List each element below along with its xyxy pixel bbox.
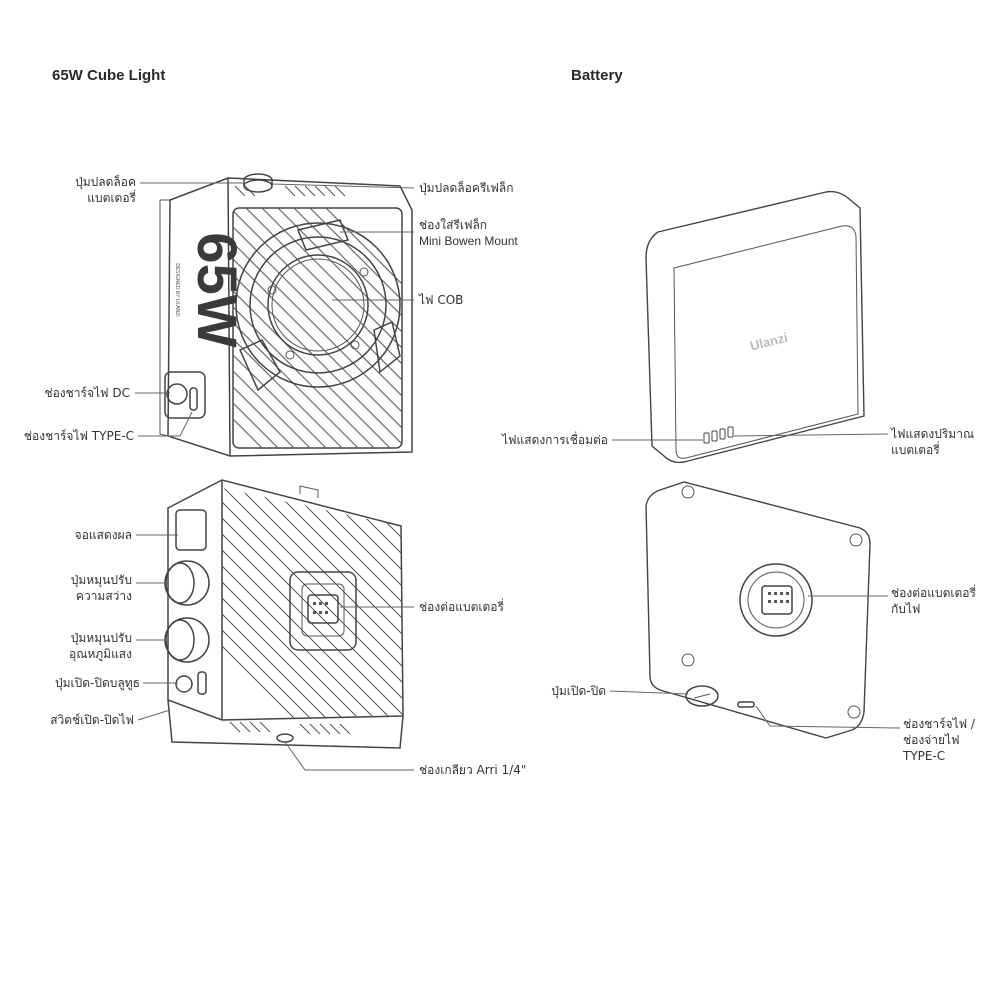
label-line: ช่องต่อแบตเตอรี่	[891, 586, 976, 600]
label-power-switch: สวิตช์เปิด-ปิดไฟ	[50, 713, 134, 727]
label-battery-release-button: ปุ่มปลดล็อค แบตเตอรี่	[20, 174, 136, 206]
label-cob-light: ไฟ COB	[419, 293, 464, 307]
label-battery-power-button: ปุ่มเปิด-ปิด	[551, 684, 606, 698]
label-brightness-knob: ปุ่มหมุนปรับ ความสว่าง	[20, 572, 132, 604]
side-65w-mark: 65W	[186, 232, 249, 347]
battery-title: Battery	[571, 67, 623, 84]
label-battery-connector: ช่องต่อแบตเตอรี่	[419, 600, 504, 614]
label-bluetooth-button: ปุ่มเปิด-ปิดบลูทูธ	[55, 676, 140, 690]
cube-light-title: 65W Cube Light	[52, 67, 166, 84]
label-dc-port: ช่องชาร์จไฟ DC	[44, 386, 130, 400]
label-line: Mini Bowen Mount	[419, 234, 518, 248]
cube-back-illustration	[136, 479, 414, 771]
label-line: แบตเตอรี่	[87, 191, 136, 205]
battery-front-illustration: Ulanzi	[612, 190, 889, 464]
label-line: ช่องใส่รีเฟล็ก	[419, 218, 488, 232]
label-line: ช่องชาร์จไฟ /	[903, 717, 975, 731]
label-typec-port: ช่องชาร์จไฟ TYPE-C	[23, 429, 134, 443]
label-light-connector: ช่องต่อแบตเตอรี่ กับไฟ	[891, 585, 976, 617]
label-line: อุณหภูมิแสง	[69, 647, 132, 661]
label-connection-light: ไฟแสดงการเชื่อมต่อ	[501, 433, 608, 447]
label-line: แบตเตอรี่	[891, 443, 940, 457]
label-line: TYPE-C	[903, 749, 946, 763]
label-temperature-knob: ปุ่มหมุนปรับ อุณหภูมิแสง	[20, 630, 132, 662]
battery-back-illustration	[609, 481, 901, 739]
label-line: ปุ่มปลดล็อค	[75, 175, 136, 189]
label-line: ช่องจ่ายไฟ	[903, 733, 960, 747]
label-battery-typec-port: ช่องชาร์จไฟ / ช่องจ่ายไฟ TYPE-C	[903, 716, 975, 764]
label-line: ปุ่มหมุนปรับ	[70, 573, 132, 587]
label-display: จอแสดงผล	[74, 528, 132, 542]
side-designed-by-text: DESIGNED BY ULANZI	[174, 263, 180, 316]
label-battery-level-light: ไฟแสดงปริมาณ แบตเตอรี่	[891, 426, 974, 458]
label-line: กับไฟ	[891, 602, 921, 616]
label-line: ไฟแสดงปริมาณ	[891, 427, 975, 441]
cube-front-illustration: 65W DESIGNED BY ULANZI	[135, 173, 415, 457]
label-arri-thread: ช่องเกลียว Arri 1/4"	[419, 763, 527, 777]
label-light-release-button: ปุ่มปลดล็อครีเฟล็ก	[419, 181, 514, 195]
label-line: ความสว่าง	[75, 589, 132, 603]
label-line: ปุ่มหมุนปรับ	[70, 631, 132, 645]
label-mount-slot: ช่องใส่รีเฟล็ก Mini Bowen Mount	[419, 217, 518, 249]
